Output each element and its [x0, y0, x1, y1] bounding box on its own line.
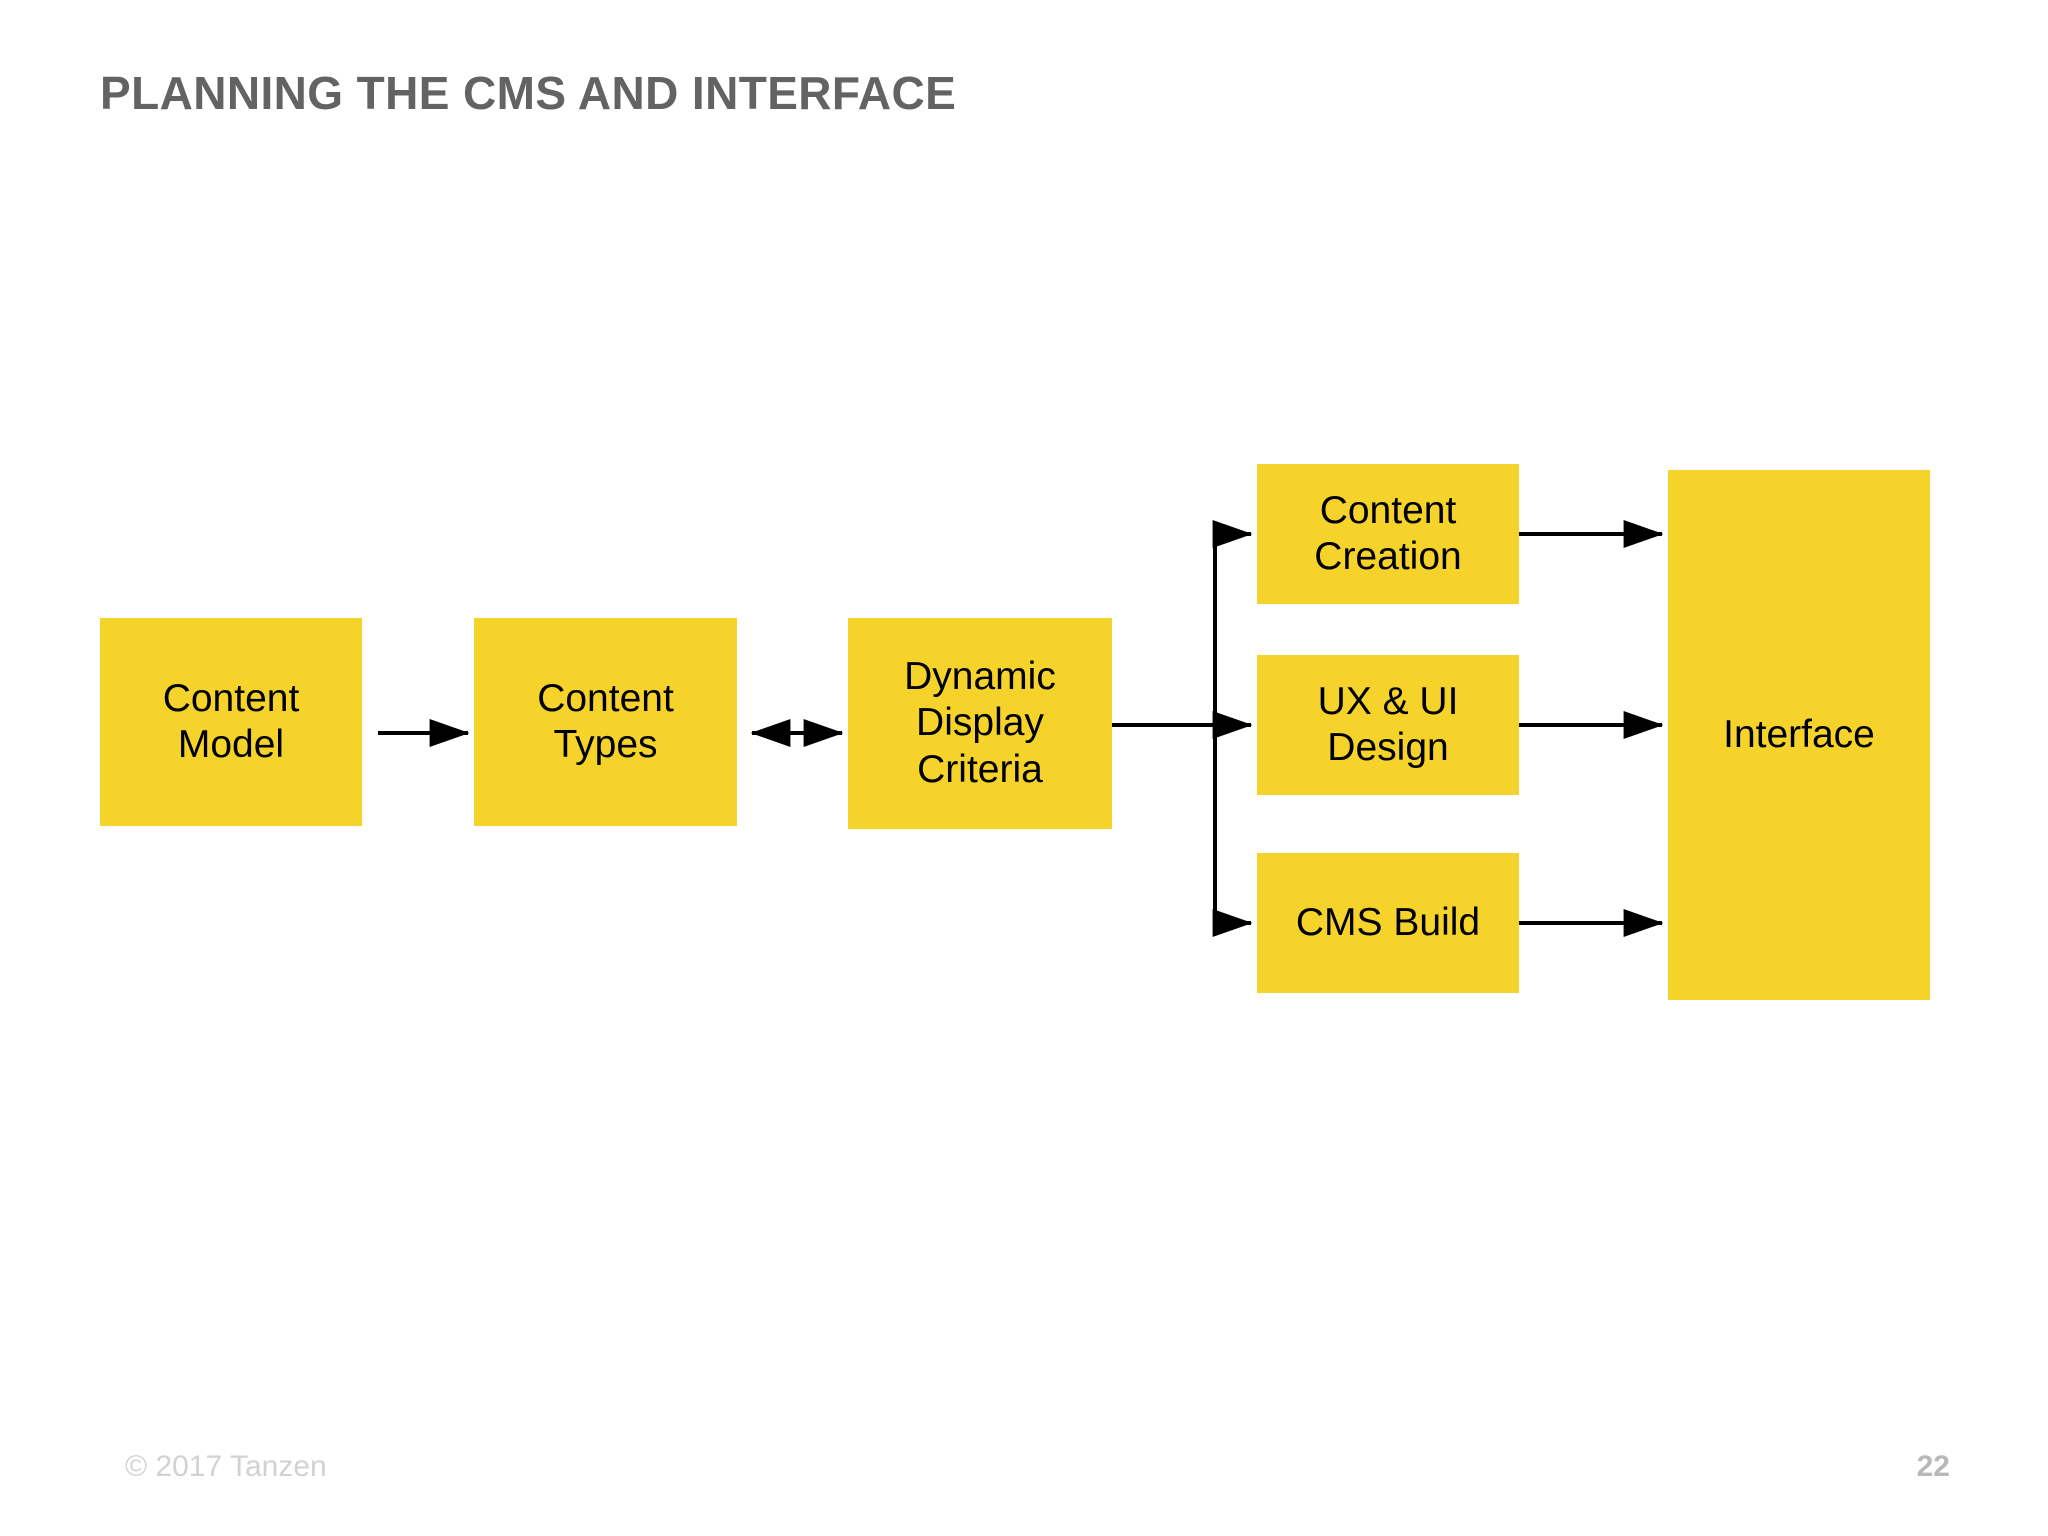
node-content-types[interactable]: Content Types	[474, 618, 737, 826]
node-interface[interactable]: Interface	[1668, 470, 1930, 1000]
node-content-types-label: Content Types	[537, 676, 674, 766]
footer-copyright: © 2017 Tanzen	[125, 1450, 327, 1483]
node-cms-build[interactable]: CMS Build	[1257, 853, 1519, 993]
node-cms-build-label: CMS Build	[1295, 900, 1481, 944]
node-dynamic-display-criteria-label: Dynamic Display Criteria	[904, 655, 1056, 791]
node-dynamic-display-criteria[interactable]: Dynamic Display Criteria	[848, 618, 1112, 829]
node-interface-label: Interface	[1723, 712, 1875, 756]
node-ux-ui-design[interactable]: UX & UI Design	[1257, 655, 1519, 795]
node-content-creation-label: Content Creation	[1314, 488, 1462, 578]
node-content-creation[interactable]: Content Creation	[1257, 464, 1519, 604]
page-title: PLANNING THE CMS AND INTERFACE	[100, 67, 957, 119]
node-ux-ui-design-label: UX & UI Design	[1317, 679, 1459, 769]
node-content-model-label: Content Model	[162, 676, 300, 766]
page-number: 22	[1916, 1450, 1950, 1483]
node-content-model[interactable]: Content Model	[100, 618, 362, 826]
